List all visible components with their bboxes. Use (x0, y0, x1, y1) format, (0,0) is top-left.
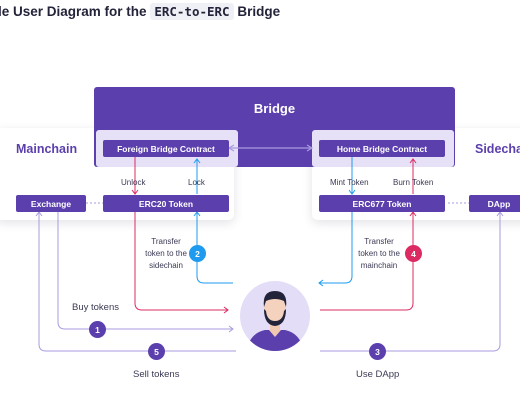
mainchain-title: Mainchain (16, 142, 78, 156)
mint-to-user-line (319, 212, 353, 284)
title-prefix: le User Diagram for the (0, 4, 147, 19)
exchange-box: Exchange (16, 195, 86, 212)
title-suffix: Bridge (237, 4, 281, 19)
step4-label-line1: Transfer (364, 237, 394, 246)
dapp-box: DApp (469, 195, 520, 212)
step4-label-line3: mainchain (360, 261, 398, 270)
mint-token-label: Mint Token (330, 178, 369, 187)
step3-badge: 3 (369, 343, 386, 360)
step4-label-line2: token to the (358, 249, 400, 258)
bridge-title: Bridge (253, 101, 296, 116)
step1-badge: 1 (89, 321, 106, 338)
user-illustration (246, 291, 304, 351)
step3-line (320, 212, 501, 352)
step2-label: Transfer token to the sidechain (138, 236, 194, 272)
erc677-token-box: ERC677 Token (319, 195, 445, 212)
step5-badge: 5 (148, 343, 165, 360)
step2-label-line2: token to the (145, 249, 187, 258)
unlock-label: Unlock (121, 178, 146, 187)
home-bridge-contract-box: Home Bridge Contract (319, 140, 445, 157)
user-avatar-icon (240, 281, 310, 351)
step2-line (196, 212, 233, 284)
page-title: le User Diagram for the ERC-to-ERC Bridg… (0, 3, 281, 20)
title-code: ERC-to-ERC (150, 3, 234, 20)
foreign-bridge-contract-box: Foreign Bridge Contract (103, 140, 229, 157)
burn-token-label: Burn Token (393, 178, 434, 187)
step2-badge: 2 (189, 245, 206, 262)
lock-label: Lock (188, 178, 205, 187)
step2-label-line3: sidechain (149, 261, 183, 270)
sidechain-title: Sidechain (475, 142, 520, 156)
step4-line (320, 212, 414, 311)
use-dapp-label: Use DApp (356, 369, 400, 380)
step4-badge: 4 (405, 245, 422, 262)
erc20-token-box: ERC20 Token (103, 195, 229, 212)
buy-tokens-label: Buy tokens (72, 302, 119, 313)
step1-line (57, 212, 233, 330)
sell-tokens-label: Sell tokens (133, 369, 180, 380)
step4-label: Transfer token to the mainchain (351, 236, 407, 272)
unlock-to-user-line (134, 212, 228, 311)
step2-label-line1: Transfer (151, 237, 181, 246)
step5-line (38, 212, 236, 352)
